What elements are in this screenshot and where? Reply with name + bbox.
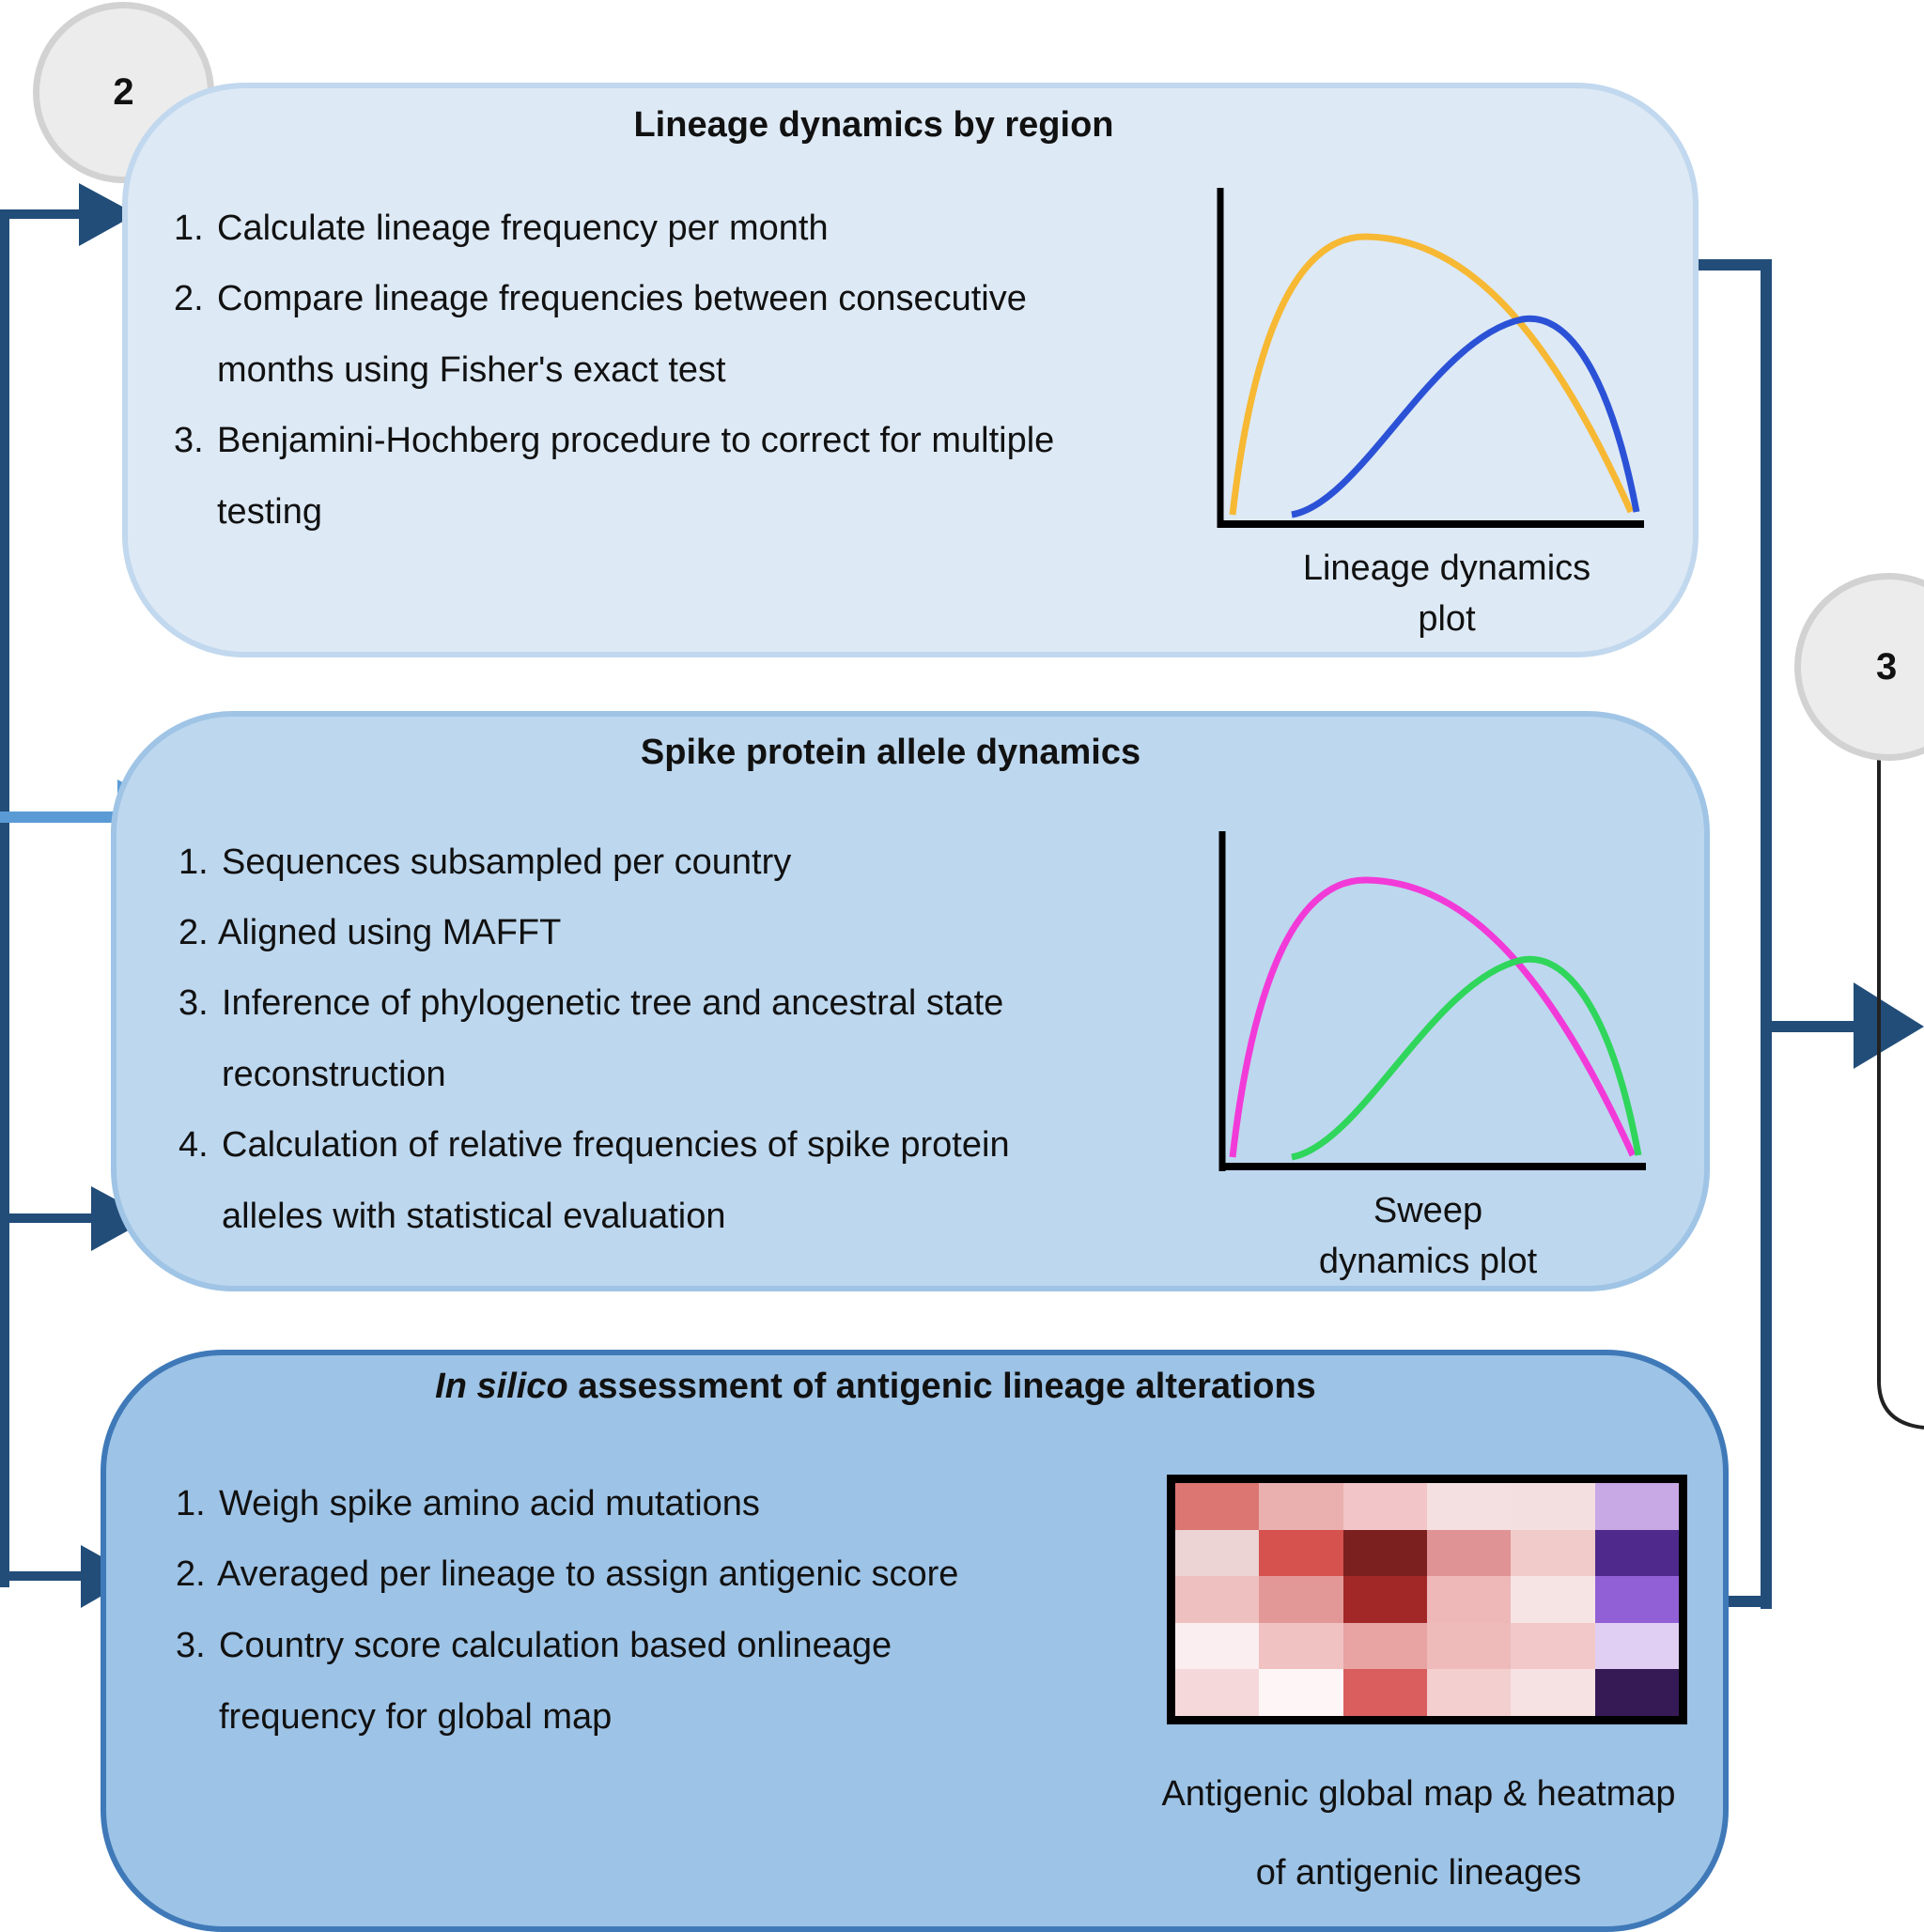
heatmap-cell (1342, 1529, 1427, 1577)
heatmap-cell (1175, 1622, 1260, 1670)
heatmap-cell (1342, 1483, 1427, 1530)
step-number: 1. (176, 1484, 206, 1523)
step-3-badge-label: 3 (1876, 645, 1898, 688)
arrow-panel1-head (79, 183, 136, 246)
step-text: Compare lineage frequencies between cons… (217, 279, 1027, 318)
heatmap-cell (1427, 1529, 1512, 1577)
step-number: 2. (174, 279, 204, 318)
caption-line: Lineage dynamics (1302, 549, 1591, 588)
plot1-curve-a (1229, 233, 1635, 516)
panel3-step-2: 2. Averaged per lineage to assign antige… (176, 1538, 958, 1610)
panel2-step-2: 2. Aligned using MAFFT (178, 897, 561, 968)
step-number: 4. (178, 1125, 209, 1165)
step-number: 3. (174, 421, 204, 460)
badge3-connector (1877, 756, 1924, 1430)
heatmap-cell (1342, 1622, 1427, 1670)
panel3-title: In silico assessment of antigenic lineag… (101, 1367, 1651, 1407)
heatmap-cell (1342, 1576, 1427, 1623)
step-number: 1. (178, 842, 209, 882)
step-text: Country score calculation based onlineag… (219, 1626, 892, 1665)
caption-line: Sweep (1373, 1191, 1483, 1230)
step-text-cont: months using Fisher's exact test (217, 350, 726, 390)
heatmap-cell (1175, 1483, 1260, 1530)
step-text-cont: reconstruction (222, 1055, 446, 1094)
panel3-step-3: 3. Country score calculation based onlin… (176, 1610, 892, 1753)
step-text: Averaged per lineage to assign antigenic… (217, 1554, 959, 1594)
heatmap-cell (1594, 1529, 1679, 1577)
heatmap-cell (1511, 1576, 1595, 1623)
heatmap-cell (1511, 1622, 1595, 1670)
plot2-curve-b (1291, 955, 1642, 1161)
step-2-badge-label: 2 (113, 71, 134, 113)
panel1-step-2: 2. Compare lineage frequencies between c… (174, 263, 1027, 406)
panel2-step-4: 4. Calculation of relative frequencies o… (178, 1109, 1010, 1252)
antigenic-heatmap (1167, 1475, 1687, 1724)
heatmap-cell (1511, 1529, 1595, 1577)
step-number: 3. (176, 1626, 206, 1665)
panel-spike-allele-dynamics (111, 711, 1710, 1291)
step-text-cont: alleles with statistical evaluation (222, 1197, 726, 1236)
step-text: Calculation of relative frequencies of s… (222, 1125, 1010, 1165)
step-text: Benjamini-Hochberg procedure to correct … (217, 421, 1055, 460)
heatmap-cell (1511, 1483, 1595, 1530)
heatmap-cell (1175, 1576, 1260, 1623)
caption-line: Antigenic global map & heatmap (1161, 1774, 1676, 1814)
heatmap-cell (1259, 1529, 1343, 1577)
panel2-step-3: 3. Inference of phylogenetic tree and an… (178, 967, 1003, 1110)
heatmap-cell (1511, 1669, 1595, 1716)
step-text: Calculate lineage frequency per month (217, 209, 829, 248)
heatmap-cell (1259, 1622, 1343, 1670)
panel1-title: Lineage dynamics by region (633, 105, 1114, 145)
plot2-curve-a (1229, 876, 1637, 1158)
arrow-out-head (1854, 982, 1924, 1069)
step-text-cont: frequency for global map (219, 1697, 613, 1737)
caption-line: plot (1418, 599, 1476, 639)
panel1-step-3: 3. Benjamini-Hochberg procedure to corre… (174, 405, 1054, 548)
heatmap-cell (1427, 1483, 1512, 1530)
step-number: 2. (176, 1554, 206, 1594)
heatmap-cell (1594, 1669, 1679, 1716)
caption-line: dynamics plot (1318, 1242, 1538, 1281)
panel3-title-italic: In silico (435, 1367, 568, 1406)
panel1-step-1: 1. Calculate lineage frequency per month (174, 193, 829, 264)
panel1-plot-caption: Lineage dynamics plot (1240, 543, 1653, 644)
step-text: Weigh spike amino acid mutations (219, 1484, 760, 1523)
panel2-title: Spike protein allele dynamics (640, 733, 1141, 772)
heatmap-cell (1175, 1529, 1260, 1577)
heatmap-cell (1427, 1669, 1512, 1716)
step-number: 3. (178, 983, 209, 1023)
panel2-step-1: 1. Sequences subsampled per country (178, 827, 791, 898)
panel-lineage-dynamics (122, 83, 1699, 657)
heatmap-cell (1427, 1576, 1512, 1623)
heatmap-cell (1594, 1483, 1679, 1530)
heatmap-cell (1175, 1669, 1260, 1716)
heatmap-cell (1259, 1669, 1343, 1716)
panel2-plot-caption: Sweep dynamics plot (1221, 1185, 1635, 1287)
heatmap-cell (1594, 1622, 1679, 1670)
step-text: Inference of phylogenetic tree and ances… (222, 983, 1004, 1023)
step-number: 2. (178, 913, 209, 952)
caption-line: of antigenic lineages (1255, 1853, 1582, 1893)
step-text: Sequences subsampled per country (222, 842, 792, 882)
panel3-step-1: 1. Weigh spike amino acid mutations (176, 1468, 760, 1539)
heatmap-cell (1594, 1576, 1679, 1623)
heatmap-cell (1259, 1576, 1343, 1623)
heatmap-cell (1427, 1622, 1512, 1670)
heatmap-cell (1342, 1669, 1427, 1716)
plot1-curve-b (1291, 315, 1640, 518)
panel3-caption: Antigenic global map & heatmap of antige… (1109, 1754, 1729, 1912)
panel3-title-rest: assessment of antigenic lineage alterati… (567, 1367, 1316, 1406)
heatmap-cell (1259, 1483, 1343, 1530)
step-text: Aligned using MAFFT (218, 913, 562, 952)
step-text-cont: testing (217, 492, 322, 532)
step-number: 1. (174, 209, 204, 248)
